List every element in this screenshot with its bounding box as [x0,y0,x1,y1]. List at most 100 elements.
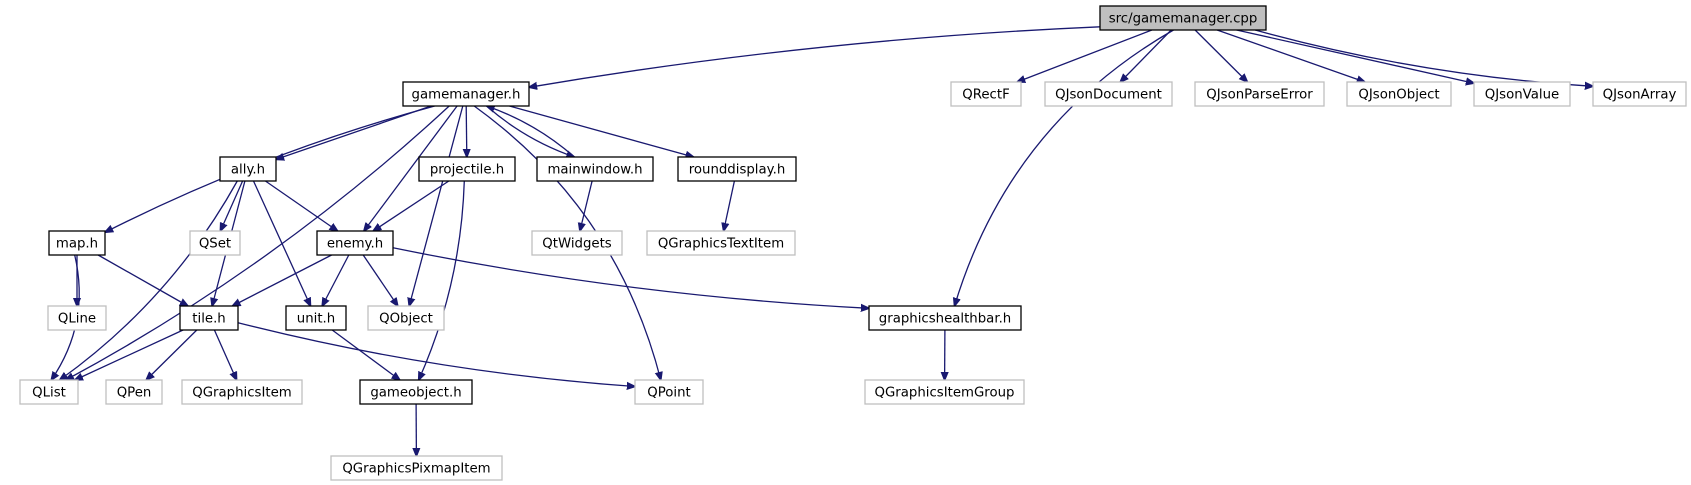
node-box [367,305,445,331]
node-box [189,230,241,256]
node-label: ally.h [231,163,265,178]
node-box [47,305,107,331]
edge-mainwindow_h-to-qtwidgets [580,180,593,231]
node-box [359,379,473,405]
edge-ally_h-to-qset [220,180,244,231]
edge-enemy_h-to-unit_h [322,254,350,306]
node-qpoint: QPoint [634,379,704,405]
node-gameobject-h[interactable]: gameobject.h [359,379,473,405]
node-box [950,81,1022,107]
edge-map_h-to-tile_h [97,254,188,306]
node-rounddisplay-h[interactable]: rounddisplay.h [677,156,797,182]
node-box [634,379,704,405]
node-label: QGraphicsItemGroup [875,386,1015,401]
node-qrectf: QRectF [950,81,1022,107]
node-root[interactable]: src/gamemanager.cpp [1099,5,1267,31]
edge-gamemanager_h-to-mainwindow_h [486,105,575,157]
node-label: QList [32,386,66,401]
edge-gamemanager_h-to-qpoint [473,105,661,380]
node-box [285,305,347,331]
node-box [402,81,530,107]
node-box [330,455,503,481]
node-label: enemy.h [327,237,383,252]
node-box [1473,81,1571,107]
node-box [181,379,303,405]
node-qjsonparseerror: QJsonParseError [1194,81,1325,107]
node-qtwidgets: QtWidgets [531,230,623,256]
node-box [868,305,1022,331]
node-label: gameobject.h [370,386,461,401]
node-qjsondocument: QJsonDocument [1044,81,1173,107]
node-label: QObject [379,312,433,327]
node-box [19,379,79,405]
node-qjsonarray: QJsonArray [1592,81,1687,107]
node-qpen: QPen [105,379,163,405]
node-label: QtWidgets [542,237,612,252]
edge-root-to-qjsonobject [1216,29,1365,82]
node-qgraphicsitemgroup: QGraphicsItemGroup [864,379,1025,405]
node-mainwindow-h[interactable]: mainwindow.h [536,156,654,182]
node-label: QRectF [962,88,1009,103]
node-label: graphicshealthbar.h [879,312,1011,327]
node-box [316,230,394,256]
node-box [105,379,163,405]
node-label: QJsonParseError [1206,88,1313,103]
node-box [219,156,277,182]
node-label: unit.h [297,312,335,327]
node-qobject: QObject [367,305,445,331]
node-map-h[interactable]: map.h [48,230,106,256]
node-label: QGraphicsTextItem [658,237,784,252]
node-box [536,156,654,182]
node-qlist: QList [19,379,79,405]
edge-root-to-gamemanager_h [529,26,1101,88]
edge-tile_h-to-qgraphicsitem [213,329,236,380]
edge-gamemanager_h-to-qlist [66,105,450,380]
node-enemy-h[interactable]: enemy.h [316,230,394,256]
node-label: QJsonValue [1485,88,1559,103]
node-box [179,305,239,331]
edge-tile_h-to-qpen [146,329,198,380]
edge-gamemanager_h-to-projectile_h [466,105,467,157]
edge-gamemanager_h-to-rounddisplay_h [509,105,693,157]
node-box [1194,81,1325,107]
edge-root-to-graphicshealthbar_h [955,29,1174,306]
node-ally-h[interactable]: ally.h [219,156,277,182]
node-projectile-h[interactable]: projectile.h [418,156,516,182]
edge-root-to-qrectf [1017,29,1153,82]
node-label: QJsonArray [1603,88,1677,103]
edge-enemy_h-to-qobject [362,254,398,306]
node-box [48,230,106,256]
node-gamemanager-h[interactable]: gamemanager.h [402,81,530,107]
edge-gamemanager_h-to-enemy_h [364,105,458,231]
node-label: QGraphicsItem [192,386,291,401]
node-label: rounddisplay.h [689,163,786,178]
node-qjsonvalue: QJsonValue [1473,81,1571,107]
node-box [646,230,796,256]
node-label: map.h [56,237,98,252]
node-tile-h[interactable]: tile.h [179,305,239,331]
node-qgraphicsitem: QGraphicsItem [181,379,303,405]
node-unit-h[interactable]: unit.h [285,305,347,331]
edge-root-to-qjsondocument [1120,29,1172,82]
node-qjsonobject: QJsonObject [1346,81,1452,107]
node-box [418,156,516,182]
node-qgraphicspixmapitem: QGraphicsPixmapItem [330,455,503,481]
node-label: QPoint [647,386,690,401]
node-label: mainwindow.h [547,163,642,178]
node-qgraphicstextitem: QGraphicsTextItem [646,230,796,256]
node-label: projectile.h [430,163,504,178]
node-label: src/gamemanager.cpp [1109,12,1258,27]
node-label: QPen [117,386,152,401]
node-label: QSet [199,237,231,252]
edge-enemy_h-to-graphicshealthbar_h [392,247,869,308]
node-label: gamemanager.h [412,88,521,103]
nodes-layer: src/gamemanager.cpp gamemanager.h QRectF QJ… [19,5,1687,481]
node-box [864,379,1025,405]
edge-root-to-qjsonparseerror [1194,29,1247,82]
edge-root-to-qjsonarray [1254,29,1593,86]
node-graphicshealthbar-h[interactable]: graphicshealthbar.h [868,305,1022,331]
edge-unit_h-to-gameobject_h [331,329,400,380]
edge-tile_h-to-qpoint [237,322,635,387]
edge-mainwindow_h-to-gamemanager_h [487,106,575,158]
